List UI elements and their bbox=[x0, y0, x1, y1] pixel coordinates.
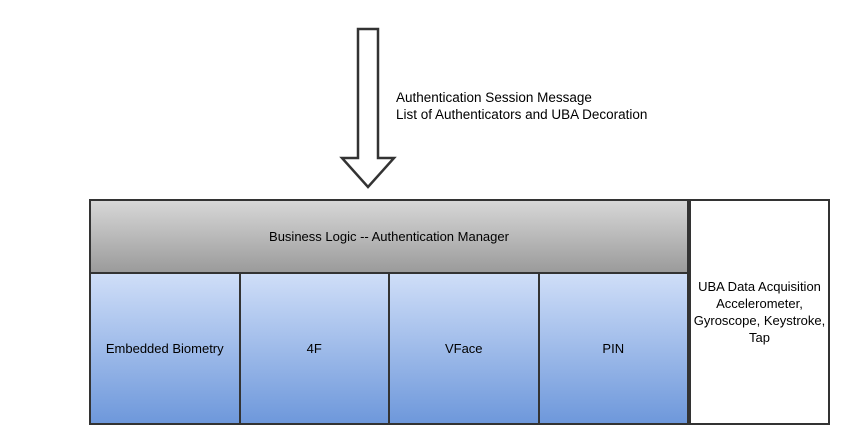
authenticator-label: PIN bbox=[602, 341, 625, 356]
authenticator-cells: Embedded Biometry 4F VFace PIN bbox=[91, 274, 687, 423]
authenticator-cell-vface: VFace bbox=[390, 274, 540, 423]
authenticator-label: Embedded Biometry bbox=[105, 341, 224, 356]
authentication-manager-block: Business Logic -- Authentication Manager… bbox=[89, 199, 689, 425]
authenticator-label: 4F bbox=[306, 341, 322, 356]
down-arrow-shape bbox=[339, 27, 397, 189]
annotation-line-1: Authentication Session Message bbox=[396, 90, 592, 105]
uba-title: UBA Data Acquisition bbox=[698, 279, 821, 294]
business-logic-header-label: Business Logic -- Authentication Manager bbox=[269, 229, 509, 244]
uba-detail: Accelerometer, Gyroscope, Keystroke, Tap bbox=[693, 296, 826, 345]
authenticator-label: VFace bbox=[444, 341, 483, 356]
authenticator-cell-pin: PIN bbox=[539, 274, 687, 423]
authenticator-cell-4f: 4F bbox=[240, 274, 390, 423]
annotation-line-2: List of Authenticators and UBA Decoratio… bbox=[396, 107, 648, 122]
arrow-annotation: Authentication Session Message List of A… bbox=[396, 89, 647, 123]
authenticator-cell-embedded-biometry: Embedded Biometry bbox=[91, 274, 241, 423]
business-logic-header: Business Logic -- Authentication Manager bbox=[91, 201, 687, 274]
uba-data-acquisition-block: UBA Data Acquisition Accelerometer, Gyro… bbox=[689, 199, 830, 425]
